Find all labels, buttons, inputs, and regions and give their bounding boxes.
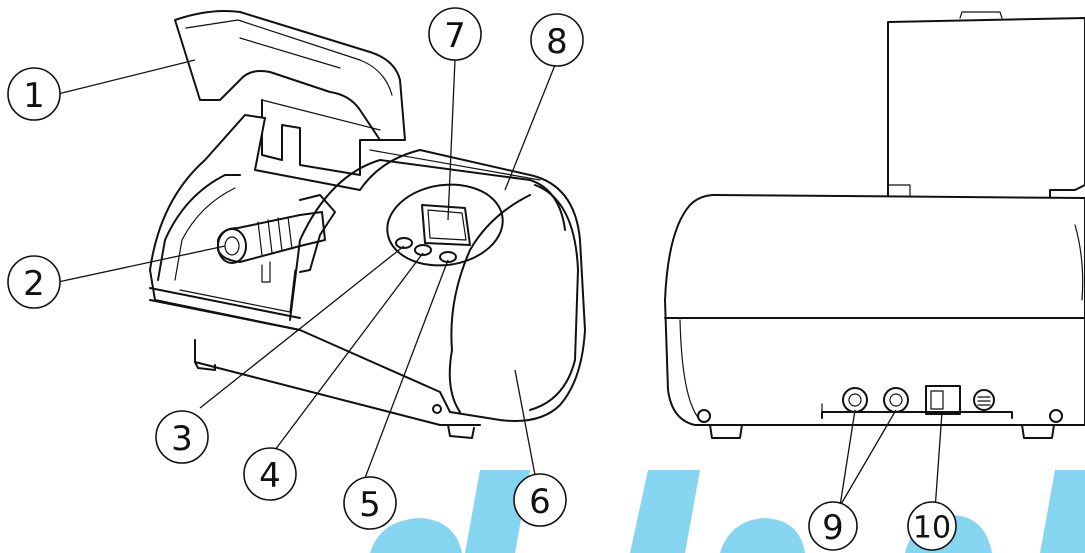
leader-lines [57, 59, 943, 511]
callout-10: 10 [907, 501, 957, 551]
button-right [439, 251, 457, 263]
callout-4: 4 [243, 447, 297, 501]
rear-body [664, 194, 1085, 426]
lid [174, 10, 406, 141]
callout-9: 9 [808, 501, 858, 551]
callout-label-6: 6 [529, 482, 551, 522]
button-middle [414, 244, 432, 256]
callout-1: 1 [7, 67, 61, 121]
power-switch [925, 385, 961, 415]
callout-label-10: 10 [913, 511, 951, 546]
callout-2: 2 [7, 255, 61, 309]
callout-label-4: 4 [259, 456, 281, 496]
callout-label-8: 8 [546, 22, 568, 62]
port-panel [821, 411, 1013, 419]
callout-6: 6 [513, 473, 567, 527]
control-panel [386, 183, 504, 267]
button-left [395, 237, 413, 249]
device-rear-view [664, 11, 1085, 439]
callout-label-9: 9 [822, 508, 844, 548]
callout-7: 7 [428, 7, 482, 61]
callout-label-1: 1 [23, 76, 45, 116]
callout-5: 5 [343, 476, 397, 530]
port-right [883, 387, 909, 413]
callout-label-5: 5 [359, 485, 381, 525]
display-screen [421, 204, 471, 246]
rear-lid [887, 17, 1085, 199]
device-front-view [149, 10, 586, 439]
callout-label-3: 3 [171, 419, 193, 459]
power-socket [973, 389, 995, 411]
main-body [149, 114, 586, 422]
callout-8: 8 [530, 13, 584, 67]
callout-label-2: 2 [23, 264, 45, 304]
callout-label-7: 7 [444, 16, 466, 56]
watermark [370, 470, 1085, 553]
callout-3: 3 [155, 410, 209, 464]
